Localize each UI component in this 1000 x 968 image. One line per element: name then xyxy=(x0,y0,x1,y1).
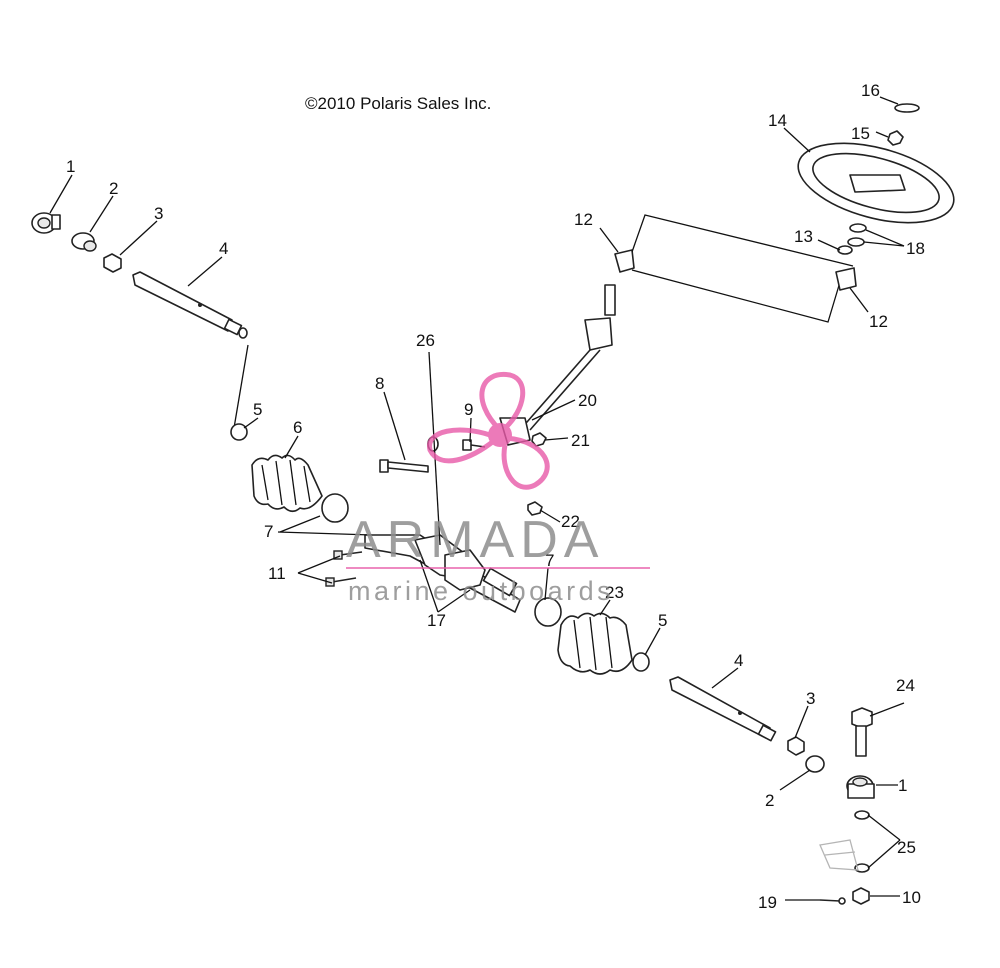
upper-bushing-12a xyxy=(614,249,635,273)
steering-wheel xyxy=(797,142,955,224)
right-rack-boot xyxy=(557,612,633,675)
flange-nut-22 xyxy=(527,501,543,516)
right-inner-tie-rod xyxy=(669,676,777,742)
callout-9: 9 xyxy=(464,400,473,419)
washer-13 xyxy=(837,245,853,255)
callout-13: 13 xyxy=(794,227,813,246)
callout-18: 18 xyxy=(906,239,925,258)
callout-15: 15 xyxy=(851,124,870,143)
callout-3-right: 3 xyxy=(806,689,815,708)
right-hex-nut xyxy=(787,736,805,756)
upper-bushing-12b xyxy=(835,267,857,291)
armada-logo-watermark xyxy=(427,371,550,490)
left-hex-nut xyxy=(103,253,122,273)
callout-7-right: 7 xyxy=(545,551,554,570)
callout-1-right: 1 xyxy=(898,776,907,795)
callout-2-left: 2 xyxy=(109,179,118,198)
callout-12-upper: 12 xyxy=(574,210,593,229)
left-boot-clamp xyxy=(321,493,349,523)
pinch-bolt xyxy=(379,459,429,473)
callout-19: 19 xyxy=(758,893,777,912)
callout-2-right: 2 xyxy=(765,791,774,810)
callout-6: 6 xyxy=(293,418,302,437)
cotter-pin-19 xyxy=(819,897,846,905)
callout-21: 21 xyxy=(571,431,590,450)
right-clamp-ring xyxy=(534,597,562,627)
callout-8: 8 xyxy=(375,374,384,393)
steering-shaft xyxy=(499,284,616,446)
callout-26: 26 xyxy=(416,331,435,350)
callout-11: 11 xyxy=(268,564,286,583)
callout-22: 22 xyxy=(561,512,580,531)
callout-14: 14 xyxy=(768,111,787,130)
right-small-clamp xyxy=(632,652,650,672)
watermark-subtitle: marine outboards xyxy=(348,576,614,606)
callout-1-left: 1 xyxy=(66,157,75,176)
watermark-title: ARMADA xyxy=(346,511,604,569)
washers-18 xyxy=(847,223,867,247)
callout-20: 20 xyxy=(578,391,597,410)
callout-16: 16 xyxy=(861,81,880,100)
callout-5-left: 5 xyxy=(253,400,262,419)
nut-10 xyxy=(852,887,870,905)
washers-25 xyxy=(854,810,870,873)
callout-25: 25 xyxy=(897,838,916,857)
right-tie-rod-end xyxy=(846,775,875,799)
left-jam-nut xyxy=(71,232,97,252)
left-inner-tie-rod xyxy=(132,271,248,339)
center-cap-16 xyxy=(894,103,920,113)
left-clamp-ring xyxy=(230,423,248,441)
copyright-text: ©2010 Polaris Sales Inc. xyxy=(305,94,491,113)
callout-17: 17 xyxy=(427,611,446,630)
callout-5-right: 5 xyxy=(658,611,667,630)
right-jam-nut xyxy=(805,755,825,773)
left-tie-rod-end xyxy=(31,212,61,234)
bolt-24 xyxy=(851,707,873,757)
callout-23: 23 xyxy=(605,583,624,602)
left-rack-boot xyxy=(251,454,323,513)
flange-nut-21 xyxy=(531,432,547,447)
callout-3-left: 3 xyxy=(154,204,163,223)
callout-7-left: 7 xyxy=(264,522,273,541)
callout-24: 24 xyxy=(896,676,915,695)
callout-4-right: 4 xyxy=(734,651,743,670)
callout-12-lower: 12 xyxy=(869,312,888,331)
wheel-nut-15 xyxy=(887,130,904,146)
callout-4-left: 4 xyxy=(219,239,228,258)
spindle-bracket-ghost xyxy=(819,839,859,871)
callout-10: 10 xyxy=(902,888,921,907)
